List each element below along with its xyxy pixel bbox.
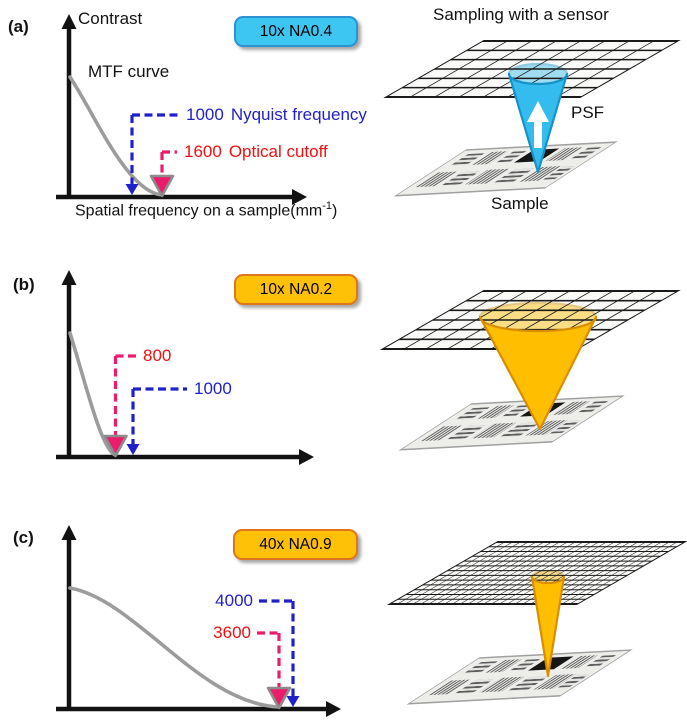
psf-cone-body bbox=[478, 315, 598, 431]
panel-index-label: (c) bbox=[13, 528, 34, 547]
nyquist-arrowhead-icon bbox=[286, 696, 300, 707]
sensor-grid bbox=[386, 541, 687, 605]
cutoff-marker-triangle-icon bbox=[266, 686, 292, 710]
sample-plate bbox=[406, 649, 633, 705]
nyquist-arrowhead-icon bbox=[126, 444, 140, 455]
x-axis-arrow-icon bbox=[299, 449, 314, 465]
x-axis-arrow-icon bbox=[326, 701, 341, 717]
cutoff-annotation: 3600 bbox=[213, 623, 251, 642]
contrast-axis-label: Contrast bbox=[78, 9, 143, 28]
mtf-curve-label: MTF curve bbox=[88, 62, 170, 81]
objective-badge: 10x NA0.2 bbox=[234, 274, 358, 305]
objective-badge: 40x NA0.9 bbox=[233, 529, 358, 560]
x-axis-arrow-icon bbox=[292, 189, 307, 205]
mtf-curve bbox=[68, 586, 281, 709]
panel-b-graphics bbox=[56, 270, 681, 465]
y-axis-arrow-icon bbox=[61, 270, 77, 285]
sensor-grid bbox=[383, 40, 681, 98]
y-axis-arrow-icon bbox=[61, 525, 77, 540]
panel-c-graphics bbox=[56, 525, 687, 717]
mtf-curve bbox=[68, 75, 164, 197]
nyquist-annotation: 4000 bbox=[215, 591, 253, 610]
psf-label: PSF bbox=[571, 103, 605, 122]
y-axis-arrow-icon bbox=[61, 14, 77, 29]
panel-index-label: (a) bbox=[8, 17, 29, 36]
sensor-title: Sampling with a sensor bbox=[433, 5, 609, 24]
x-axis-label: Spatial frequency on a sample(mm-1) bbox=[75, 200, 338, 220]
cutoff-annotation: 800 bbox=[143, 346, 172, 365]
psf-up-arrow-icon bbox=[527, 101, 549, 148]
psf-cone-body bbox=[530, 575, 566, 678]
cutoff-marker-triangle-icon bbox=[149, 174, 175, 198]
sample-plate bbox=[398, 395, 625, 451]
panel-a-graphics bbox=[56, 14, 681, 205]
cutoff-marker-triangle-icon bbox=[103, 434, 128, 458]
sample-plate bbox=[393, 141, 618, 197]
nyquist-arrowhead-icon bbox=[125, 184, 139, 195]
sample-label: Sample bbox=[491, 194, 549, 213]
objective-badge: 10x NA0.4 bbox=[234, 16, 358, 47]
panel-index-label: (b) bbox=[13, 275, 35, 294]
mtf-curve bbox=[68, 331, 118, 457]
nyquist-annotation: 1000 bbox=[194, 379, 232, 398]
